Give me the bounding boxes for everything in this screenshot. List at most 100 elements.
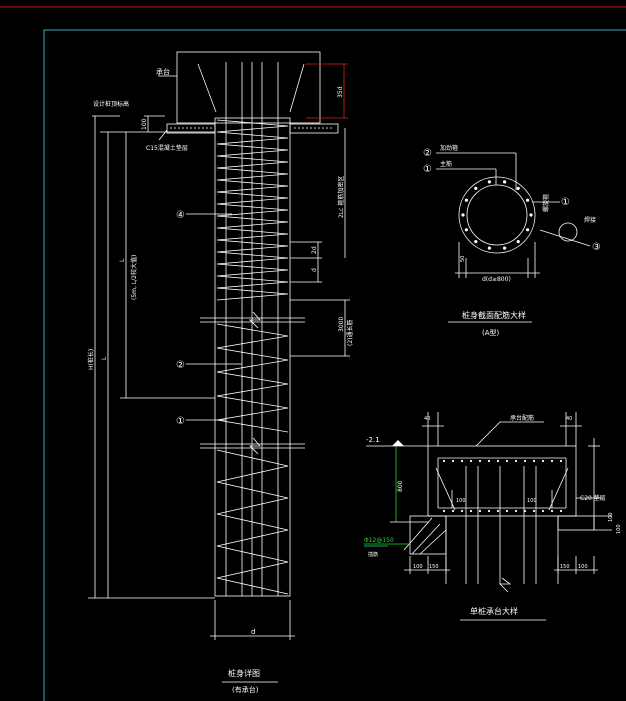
cap-rebar-dot bbox=[469, 509, 473, 513]
circle-label-right: 螺旋箍 bbox=[542, 194, 550, 212]
cap-rebar-dot bbox=[523, 459, 527, 463]
marker-2: ② bbox=[176, 360, 185, 371]
cap-rebar-dot bbox=[487, 459, 491, 463]
cap-rebar-dot bbox=[550, 459, 554, 463]
dim-d-label: d bbox=[311, 268, 318, 272]
circle-marker-1: ① bbox=[423, 164, 432, 175]
cap-rebar-dot bbox=[505, 459, 509, 463]
pile-outer-circle bbox=[458, 176, 536, 254]
cap-rebar-dot bbox=[478, 459, 482, 463]
cap-rebar-dot bbox=[451, 509, 455, 513]
cap-rebar-dot bbox=[505, 509, 509, 513]
marker-1: ① bbox=[176, 416, 185, 427]
cap-label-c20: C20 垫层 bbox=[580, 494, 606, 502]
cap-green-note: Φ12@150 bbox=[364, 537, 394, 544]
cap-rebar-dot bbox=[451, 459, 455, 463]
drawing-border bbox=[43, 29, 626, 701]
cap-detail-view bbox=[364, 412, 612, 621]
cap-rebar-dot bbox=[460, 459, 464, 463]
cap-rebar-dot bbox=[541, 459, 545, 463]
cushion-right bbox=[289, 123, 339, 134]
cap-rebar-dot bbox=[469, 459, 473, 463]
circle-marker-3: ③ bbox=[592, 242, 601, 253]
cap-dim-r100a: 100 bbox=[608, 512, 614, 522]
rebar-dot bbox=[487, 180, 491, 184]
pile-inner-circle bbox=[466, 184, 528, 246]
cap-rebar-dot bbox=[478, 509, 482, 513]
pile-section-labels: 承台 设计桩顶标高 C15混凝土垫层 100 35d 2Lc 箍筋加密区 2d … bbox=[87, 67, 354, 694]
cap-dim-b100a: 100 bbox=[413, 564, 423, 570]
circle-dim-bottom: d(d≥800) bbox=[482, 276, 511, 283]
cap-dim-left-top: 40 bbox=[424, 416, 430, 422]
cap-rebar-dot bbox=[460, 509, 464, 513]
circle-label-1: 主筋 bbox=[440, 160, 452, 168]
dim-l2-label: (5m, L/2较大值) bbox=[130, 255, 138, 300]
dim-100-label: 100 bbox=[141, 118, 148, 130]
pile-section-view bbox=[88, 51, 350, 683]
cap-rebar-dot bbox=[442, 459, 446, 463]
dim-top-label: 35d bbox=[337, 86, 344, 98]
pile-subtitle: (有承台) bbox=[232, 685, 259, 694]
marker-4: ④ bbox=[176, 210, 185, 221]
cap-rebar-dot bbox=[532, 459, 536, 463]
cap-rebar-dot bbox=[559, 459, 563, 463]
rebar-dot bbox=[503, 180, 507, 184]
cap-rebar-dot bbox=[523, 509, 527, 513]
circular-section-labels: ② ① 加劲箍 主筋 螺旋箍 ① 焊接 ③ d(d≥800) 50 桩身截面配筋… bbox=[423, 144, 601, 337]
rebar-dot bbox=[464, 198, 468, 202]
cap-title: 单桩承台大样 bbox=[470, 606, 518, 616]
circle-marker-1b: ① bbox=[561, 197, 570, 208]
circle-marker-2: ② bbox=[423, 148, 432, 159]
cap-dim-b150a: 150 bbox=[429, 564, 439, 570]
cap-dim-right-top: 40 bbox=[566, 416, 572, 422]
cap-dim-b150b: 150 bbox=[560, 564, 570, 570]
circular-section-view bbox=[436, 152, 591, 323]
cap-elev: -2.1 bbox=[366, 436, 380, 444]
circle-label-2: 加劲箍 bbox=[440, 144, 458, 152]
cap-rebar-dot bbox=[550, 509, 554, 513]
cap-detail-labels: -2.1 40 40 承台配筋 800 100 100 C20 垫层 100 1… bbox=[364, 414, 622, 616]
rebar-dot bbox=[516, 240, 520, 244]
cap-body bbox=[427, 445, 577, 517]
stirrup-zigzag bbox=[216, 323, 289, 433]
cap-rebar-dot bbox=[559, 509, 563, 513]
pile-body bbox=[214, 117, 291, 597]
cap-dim-100b: 100 bbox=[527, 498, 537, 504]
rebar-dot bbox=[461, 213, 465, 217]
cap-dim-100a: 100 bbox=[456, 498, 466, 504]
cap-green-note2: 插筋 bbox=[368, 551, 378, 558]
pile-cap bbox=[176, 51, 321, 124]
circle-label-3: 焊接 bbox=[584, 216, 596, 224]
rebar-dot bbox=[516, 186, 520, 190]
cap-dim-b100b: 100 bbox=[578, 564, 588, 570]
dim-dense-label: 2Lc 箍筋加密区 bbox=[337, 176, 345, 218]
circle-dim-side: 50 bbox=[460, 256, 466, 262]
rebar-dot bbox=[487, 246, 491, 250]
rebar-dot bbox=[526, 228, 530, 232]
cap-rebar-dot bbox=[442, 509, 446, 513]
cap-dim-r100b: 100 bbox=[616, 524, 622, 534]
cap-dim-800: 800 bbox=[397, 480, 404, 492]
circle-title: 桩身截面配筋大样 bbox=[462, 310, 526, 320]
rebar-dot bbox=[503, 246, 507, 250]
stirrup-zigzag bbox=[216, 119, 289, 301]
cushion-label: C15混凝土垫层 bbox=[146, 144, 188, 152]
cap-rebar-dot bbox=[496, 459, 500, 463]
cap-rebar-dot bbox=[487, 509, 491, 513]
cap-rebar-dot bbox=[514, 509, 518, 513]
rebar-dot bbox=[529, 213, 533, 217]
pile-title: 桩身详图 bbox=[228, 668, 260, 678]
rebar-dot bbox=[474, 240, 478, 244]
cap-rebar-dot bbox=[514, 459, 518, 463]
rebar-dot bbox=[474, 186, 478, 190]
cap-rebar-dot bbox=[541, 509, 545, 513]
dim-total-l-label: L bbox=[101, 356, 108, 360]
bottom-d-label: d bbox=[251, 628, 255, 636]
dim-3000-label: 3000 bbox=[338, 317, 345, 332]
elev-label: 设计桩顶标高 bbox=[93, 100, 129, 108]
cap-label: 承台 bbox=[156, 67, 170, 76]
dim-3000-note: (2)通长筋 bbox=[346, 320, 354, 347]
rebar-dot bbox=[526, 198, 530, 202]
stirrup-zigzag bbox=[216, 449, 289, 595]
